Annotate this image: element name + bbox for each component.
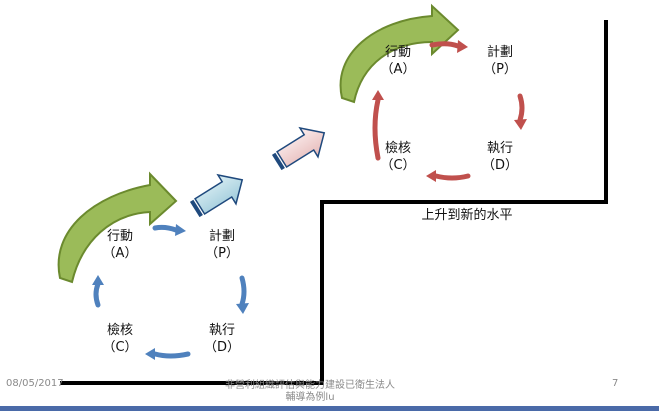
lower-action-name: 行動 [106,229,133,244]
upper-action-code: （A） [380,62,416,77]
staircase-line [60,20,608,385]
upper-loop-arrow [339,3,460,104]
level-caption: 上升到新的水平 [421,208,513,223]
upper-action-label: 行動 （A） [368,44,428,78]
footer-org-line1: 非營利組織評估與能力建設已衛生法人 [225,380,395,391]
lower-plan-label: 計劃 （P） [192,228,252,262]
upper-action-name: 行動 [384,45,411,60]
upper-do-name: 執行 [486,141,513,156]
rise-arrow-upper [271,126,326,171]
lower-do-label: 執行 （D） [192,322,252,356]
upper-cycle-arrowheads [372,40,527,182]
lower-action-code: （A） [102,246,138,261]
lower-check-name: 檢核 [106,323,133,338]
lower-plan-name: 計劃 [208,229,235,244]
lower-loop-arrow [57,171,178,284]
rise-arrow-lower [189,173,244,218]
upper-plan-label: 計劃 （P） [470,44,530,78]
lower-check-code: （C） [102,340,138,355]
upper-cycle-arrows [372,41,525,181]
lower-cycle-arrowheads [92,224,249,360]
upper-check-name: 檢核 [384,141,411,156]
lower-do-code: （D） [203,340,240,355]
lower-check-label: 檢核 （C） [90,322,150,356]
upper-do-code: （D） [481,158,518,173]
upper-plan-name: 計劃 [486,45,513,60]
page-number: 7 [612,378,619,389]
lower-cycle-arrows [93,224,247,359]
upper-check-code: （C） [380,158,416,173]
lower-plan-code: （P） [205,246,239,261]
footer-date: 08/05/2017 [6,378,64,389]
upper-check-label: 檢核 （C） [368,140,428,174]
upper-do-label: 執行 （D） [470,140,530,174]
bottom-accent-bar [0,406,659,411]
lower-action-label: 行動 （A） [90,228,150,262]
lower-do-name: 執行 [208,323,235,338]
upper-plan-code: （P） [483,62,517,77]
footer-org-line2: 輔導為例lu [285,392,335,403]
footer-organization: 非營利組織評估與能力建設已衛生法人 輔導為例lu [200,380,420,404]
